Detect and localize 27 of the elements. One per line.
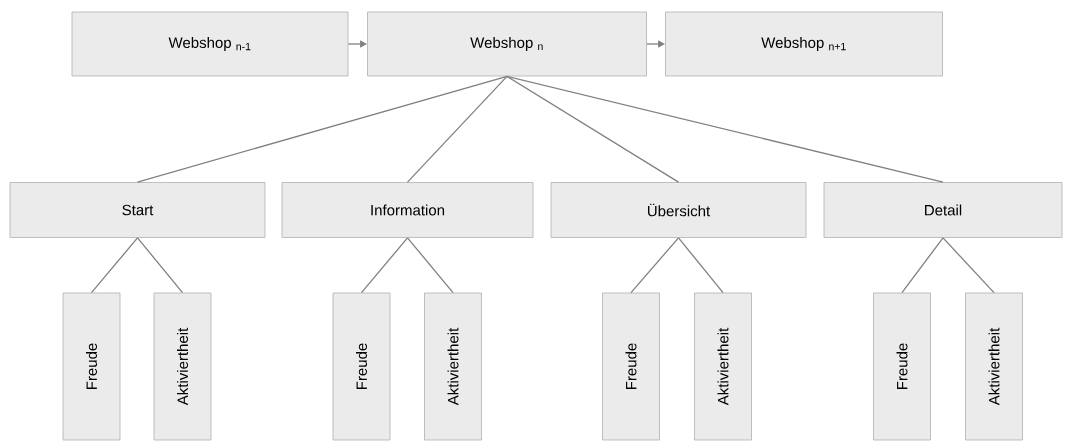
tree-line xyxy=(506,75,944,183)
emotion-box: Freude xyxy=(332,292,391,441)
tree-line xyxy=(942,237,995,294)
page-box: Detail xyxy=(823,182,1063,238)
emotion-box: Aktiviertheit xyxy=(965,292,1023,441)
webshop-box: Webshop $_{n+1}$ xyxy=(665,11,943,77)
webshop-box: Webshop $_{n}$ xyxy=(367,11,647,77)
emotion-box: Aktiviertheit xyxy=(153,292,212,441)
page-box: Information xyxy=(281,182,534,238)
emotion-box: Aktiviertheit xyxy=(424,292,482,441)
tree-line xyxy=(630,237,680,294)
tree-line xyxy=(136,237,184,294)
tree-line xyxy=(90,237,139,294)
tree-line xyxy=(506,75,680,183)
tree-line xyxy=(406,237,454,294)
emotion-box: Freude xyxy=(62,292,121,441)
tree-line xyxy=(360,237,409,294)
emotion-box: Freude xyxy=(873,292,931,441)
tree-line xyxy=(677,237,724,294)
page-box: Übersicht xyxy=(550,182,807,238)
emotion-box: Freude xyxy=(602,292,660,441)
tree-line xyxy=(406,75,508,183)
webshop-box: Webshop $_{n-1}$ xyxy=(71,11,349,77)
page-box: Start xyxy=(9,182,266,238)
tree-line xyxy=(901,237,944,294)
tree-line xyxy=(136,75,508,183)
emotion-box: Aktiviertheit xyxy=(694,292,752,441)
